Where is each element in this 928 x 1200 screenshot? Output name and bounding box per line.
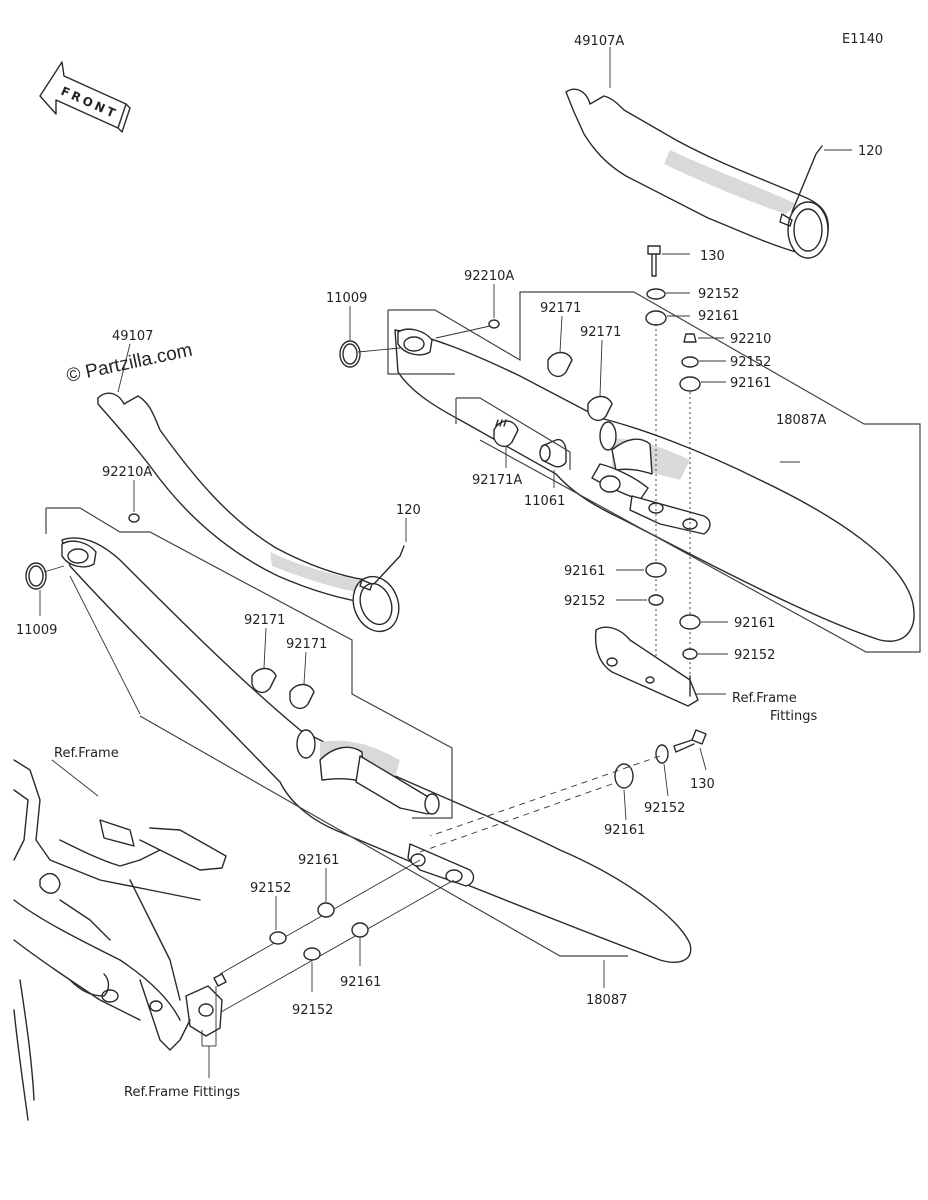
label-92161-a: 92161 — [698, 309, 739, 324]
label-92161-c: 92161 — [564, 564, 605, 579]
label-ref-frame-fittings-bottom: Ref.Frame Fittings — [124, 1085, 240, 1100]
muffler-left — [61, 537, 692, 963]
label-92152-e: 92152 — [644, 801, 685, 816]
label-92161-g: 92161 — [340, 975, 381, 990]
frame-fitting-bracket-bottom — [185, 973, 227, 1078]
label-92210: 92210 — [730, 332, 771, 347]
washer-92152-e — [655, 744, 669, 797]
label-92152-b: 92152 — [730, 355, 771, 370]
label-92161-e: 92161 — [604, 823, 645, 838]
nut-92210 — [683, 333, 724, 343]
label-92210A-top: 92210A — [464, 269, 514, 284]
clamp-92171-mid-2 — [289, 651, 315, 710]
label-92171-top-1: 92171 — [540, 301, 581, 316]
label-92161-f: 92161 — [298, 853, 339, 868]
washer-92152-f — [269, 896, 287, 945]
label-92171-mid-1: 92171 — [244, 613, 285, 628]
label-92210A-left: 92210A — [102, 465, 152, 480]
label-11009-left: 11009 — [16, 623, 57, 638]
clamp-92171-top-2 — [587, 339, 613, 422]
clamp-92171-mid-1 — [251, 627, 277, 694]
frame-reference — [13, 759, 227, 1121]
frame-fitting-bracket-right — [594, 626, 726, 707]
screw-120-top — [791, 145, 852, 213]
label-92152-a: 92152 — [698, 287, 739, 302]
label-92152-d: 92152 — [734, 648, 775, 663]
label-92152-g: 92152 — [292, 1003, 333, 1018]
bolt-130-low — [673, 729, 707, 771]
grommet-92161-g — [351, 922, 369, 966]
label-49107A: 49107A — [574, 34, 624, 49]
label-18087A: 18087A — [776, 413, 826, 428]
grommet-92161-c — [616, 562, 667, 578]
front-arrow-icon: FRONT — [39, 61, 131, 133]
heat-cover-left — [97, 392, 400, 633]
gasket-11009-left — [25, 562, 65, 616]
label-130-top: 130 — [700, 249, 725, 264]
gasket-11009-top — [339, 306, 401, 368]
muffler-right — [394, 328, 915, 642]
washer-92152-c — [616, 594, 664, 606]
grommet-92161-e — [614, 763, 634, 821]
label-92161-b: 92161 — [730, 376, 771, 391]
clamp-92171A — [493, 419, 519, 468]
label-11009-top: 11009 — [326, 291, 367, 306]
grommet-92161-d — [679, 614, 728, 630]
label-120-mid: 120 — [396, 503, 421, 518]
diagram-code: E1140 — [842, 32, 883, 47]
label-92161-d: 92161 — [734, 616, 775, 631]
screw-120-mid — [373, 518, 407, 585]
heat-cover-upper — [565, 88, 829, 259]
bolt-130-top — [647, 245, 690, 277]
label-92171-mid-2: 92171 — [286, 637, 327, 652]
nut-92210A-top — [435, 284, 500, 339]
label-ref-frame-fittings-r2: Fittings — [770, 709, 817, 724]
washer-92152-a — [646, 288, 690, 300]
label-49107: 49107 — [112, 329, 153, 344]
label-130-low: 130 — [690, 777, 715, 792]
washer-92152-b — [681, 356, 726, 368]
label-92171A: 92171A — [472, 473, 522, 488]
label-92152-f: 92152 — [250, 881, 291, 896]
label-92171-top-2: 92171 — [580, 325, 621, 340]
label-92152-c: 92152 — [564, 594, 605, 609]
label-18087: 18087 — [586, 993, 627, 1008]
grommet-92161-f — [317, 868, 335, 918]
nut-92210A-left — [128, 480, 140, 523]
grommet-92161-a — [645, 310, 690, 326]
clamp-92171-top-1 — [547, 315, 573, 378]
label-11061: 11061 — [524, 494, 565, 509]
washer-92152-d — [682, 648, 728, 660]
label-ref-frame: Ref.Frame — [54, 746, 119, 761]
washer-92152-g — [303, 947, 321, 992]
label-120-top: 120 — [858, 144, 883, 159]
grommet-92161-b — [679, 376, 726, 392]
label-ref-frame-fittings-r1: Ref.Frame — [732, 691, 797, 706]
